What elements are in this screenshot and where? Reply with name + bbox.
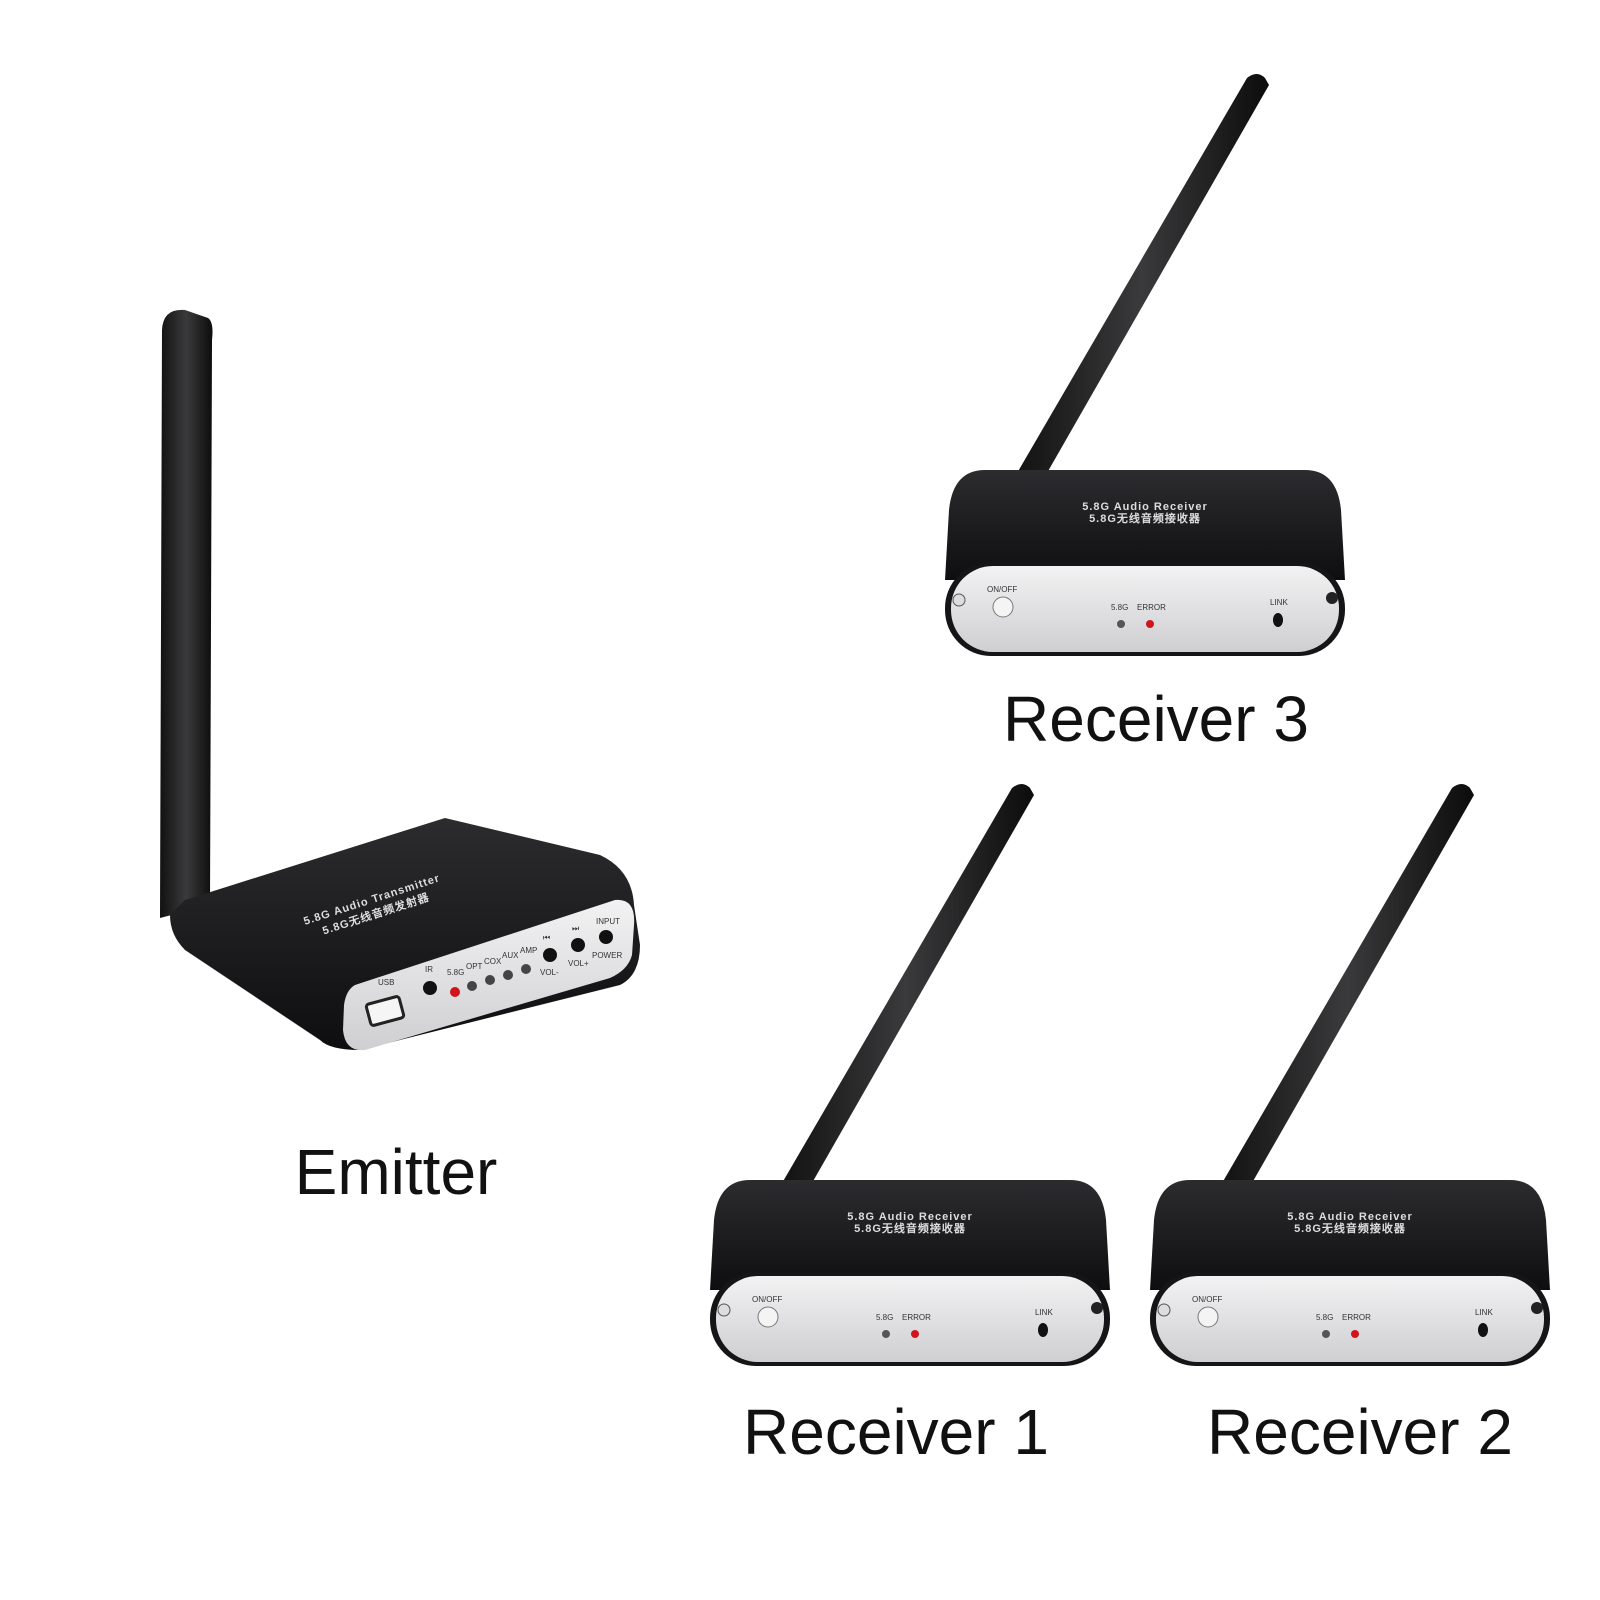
- led-58g-label: 5.8G: [447, 968, 464, 977]
- receiver-antenna: [1013, 74, 1269, 480]
- led-aux: [503, 970, 513, 980]
- receiver-3-label: Receiver 3: [1003, 683, 1309, 755]
- on-off-label: ON/OFF: [752, 1295, 782, 1304]
- error-label: ERROR: [1342, 1313, 1371, 1322]
- screw-icon: [717, 1303, 731, 1317]
- led-58g-label: 5.8G: [1316, 1313, 1333, 1322]
- on-off-label: ON/OFF: [1192, 1295, 1222, 1304]
- on-off-button[interactable]: [757, 1306, 779, 1328]
- vol-plus-label: VOL+: [568, 959, 589, 968]
- receiver-title: 5.8G Audio Receiver: [1082, 501, 1208, 513]
- led-cox-label: COX: [484, 957, 502, 966]
- led-error: [1146, 620, 1154, 628]
- receiver-1-label: Receiver 1: [743, 1396, 1049, 1468]
- usb-label: USB: [378, 978, 394, 987]
- error-label: ERROR: [1137, 603, 1166, 612]
- emitter-device: 5.8G Audio Transmitter 5.8G无线音频发射器 USB I…: [160, 309, 640, 1051]
- receiver-subtitle: 5.8G无线音频接收器: [1294, 1221, 1406, 1235]
- screw-icon: [1157, 1303, 1171, 1317]
- screw-icon: [1531, 1302, 1543, 1314]
- screw-icon: [1091, 1302, 1103, 1314]
- input-power-button[interactable]: [599, 930, 613, 944]
- led-amp-label: AMP: [520, 946, 537, 955]
- receiver-body: [945, 470, 1345, 580]
- receiver-subtitle: 5.8G无线音频接收器: [854, 1221, 966, 1235]
- screw-icon: [1326, 592, 1338, 604]
- link-label: LINK: [1035, 1308, 1053, 1317]
- usb-port[interactable]: [364, 995, 406, 1027]
- next-vol-plus-button[interactable]: [571, 938, 585, 952]
- led-58g: [450, 987, 460, 997]
- led-58g-label: 5.8G: [1111, 603, 1128, 612]
- emitter-label: Emitter: [294, 1136, 498, 1208]
- receiver-antenna: [778, 784, 1034, 1190]
- led-58g: [1322, 1330, 1330, 1338]
- led-error: [1351, 1330, 1359, 1338]
- link-button[interactable]: [1038, 1323, 1048, 1337]
- receiver-title: 5.8G Audio Receiver: [847, 1211, 973, 1223]
- error-label: ERROR: [902, 1313, 931, 1322]
- led-58g: [882, 1330, 890, 1338]
- on-off-button[interactable]: [1197, 1306, 1219, 1328]
- receiver-1-device: 5.8G Audio Receiver 5.8G无线音频接收器 ON/OFF 5…: [710, 784, 1110, 1366]
- led-cox: [485, 975, 495, 985]
- link-button[interactable]: [1273, 613, 1283, 627]
- on-off-button[interactable]: [992, 596, 1014, 618]
- power-label: POWER: [592, 951, 622, 960]
- receiver-antenna: [1218, 784, 1474, 1190]
- receiver-body: [710, 1180, 1110, 1290]
- receiver-2-device: 5.8G Audio Receiver 5.8G无线音频接收器 ON/OFF 5…: [1150, 784, 1550, 1366]
- receiver-subtitle: 5.8G无线音频接收器: [1089, 511, 1201, 525]
- link-label: LINK: [1475, 1308, 1493, 1317]
- led-amp: [521, 964, 531, 974]
- ir-label: IR: [425, 965, 433, 974]
- prev-vol-minus-button[interactable]: [543, 948, 557, 962]
- prev-icon: ⏮: [543, 933, 550, 942]
- receiver-3-device: 5.8G Audio Receiver 5.8G无线音频接收器 ON/OFF 5…: [945, 74, 1345, 656]
- ir-sensor: [423, 981, 437, 995]
- on-off-label: ON/OFF: [987, 585, 1017, 594]
- receiver-title: 5.8G Audio Receiver: [1287, 1211, 1413, 1223]
- led-aux-label: AUX: [502, 951, 519, 960]
- led-opt-label: OPT: [466, 962, 483, 971]
- vol-minus-label: VOL-: [540, 968, 559, 977]
- emitter-front-panel: [343, 899, 635, 1051]
- receiver-body: [1150, 1180, 1550, 1290]
- link-label: LINK: [1270, 598, 1288, 607]
- led-58g: [1117, 620, 1125, 628]
- link-button[interactable]: [1478, 1323, 1488, 1337]
- emitter-antenna: [160, 309, 213, 918]
- led-58g-label: 5.8G: [876, 1313, 893, 1322]
- input-label: INPUT: [596, 917, 620, 926]
- receiver-2-label: Receiver 2: [1207, 1396, 1513, 1468]
- led-opt: [467, 981, 477, 991]
- next-icon: ⏭: [572, 924, 579, 933]
- led-error: [911, 1330, 919, 1338]
- screw-icon: [952, 593, 966, 607]
